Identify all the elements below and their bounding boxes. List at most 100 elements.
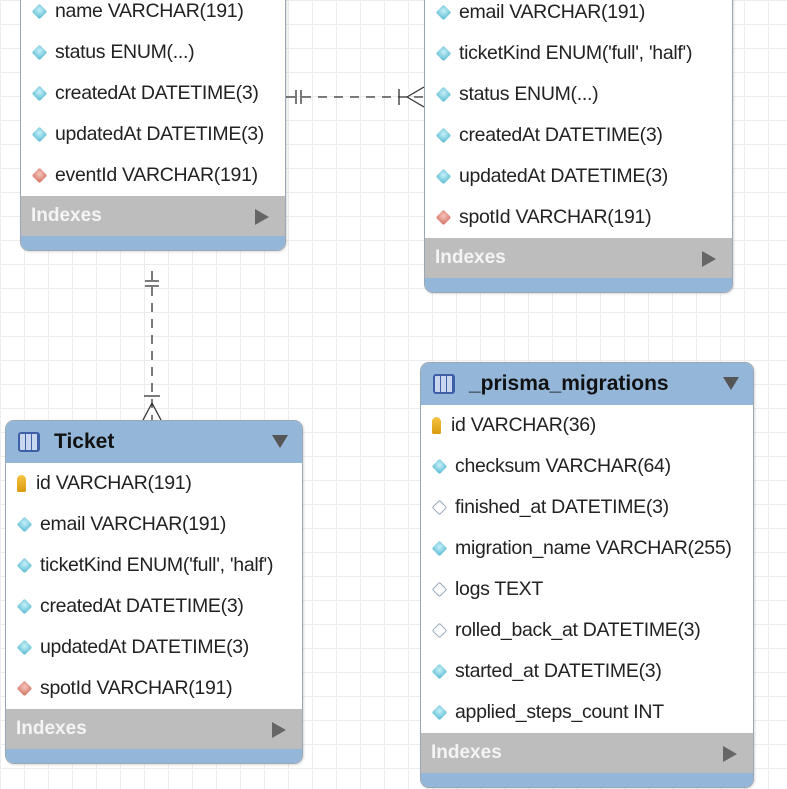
column-row[interactable]: email VARCHAR(191) [6,504,302,545]
column-label: status ENUM(...) [459,83,599,105]
table-icon [18,432,40,452]
column-row[interactable]: updatedAt DATETIME(3) [6,627,302,668]
nullable-column-diamond-icon [431,622,448,639]
indexes-section[interactable]: Indexes [21,196,285,236]
column-row[interactable]: id VARCHAR(36) [421,405,753,446]
column-row[interactable]: name VARCHAR(191) [21,0,285,32]
column-row[interactable]: id VARCHAR(191) [6,463,302,504]
column-row[interactable]: eventId VARCHAR(191) [21,155,285,196]
column-diamond-icon [31,3,48,20]
indexes-label: Indexes [431,742,502,763]
column-label: email VARCHAR(191) [459,1,646,23]
table-ticket[interactable]: Ticket id VARCHAR(191) email VARCHAR(191)… [5,420,303,764]
column-label: rolled_back_at DATETIME(3) [455,619,701,641]
indexes-label: Indexes [16,718,87,739]
column-diamond-icon [435,86,452,103]
table-header[interactable]: _prisma_migrations [421,363,753,405]
column-label: migration_name VARCHAR(255) [455,537,732,559]
column-label: email VARCHAR(191) [40,513,227,535]
foreign-key-diamond-icon [16,680,33,697]
column-diamond-icon [31,85,48,102]
table-footer [6,749,302,763]
column-label: createdAt DATETIME(3) [40,595,244,617]
column-diamond-icon [435,4,452,21]
column-diamond-icon [431,663,448,680]
column-diamond-icon [431,458,448,475]
column-label: eventId VARCHAR(191) [55,164,258,186]
column-diamond-icon [435,168,452,185]
foreign-key-diamond-icon [435,209,452,226]
column-label: spotId VARCHAR(191) [459,206,652,228]
column-row[interactable]: migration_name VARCHAR(255) [421,528,753,569]
indexes-section[interactable]: Indexes [425,238,732,278]
indexes-label: Indexes [435,247,506,268]
column-row[interactable]: spotId VARCHAR(191) [6,668,302,709]
column-row[interactable]: applied_steps_count INT [421,692,753,733]
column-label: name VARCHAR(191) [55,0,244,22]
primary-key-icon [17,475,26,492]
column-diamond-icon [31,126,48,143]
column-row[interactable]: ticketKind ENUM('full', 'half') [6,545,302,586]
column-row[interactable]: updatedAt DATETIME(3) [21,114,285,155]
expand-arrow-icon[interactable] [702,251,716,267]
column-row[interactable]: started_at DATETIME(3) [421,651,753,692]
column-row[interactable]: finished_at DATETIME(3) [421,487,753,528]
column-row[interactable]: status ENUM(...) [21,32,285,73]
expand-arrow-icon[interactable] [723,746,737,762]
column-label: id VARCHAR(36) [451,414,596,436]
column-label: ticketKind ENUM('full', 'half') [459,42,693,64]
indexes-section[interactable]: Indexes [421,733,753,773]
column-row[interactable]: updatedAt DATETIME(3) [425,156,732,197]
foreign-key-diamond-icon [31,167,48,184]
column-row[interactable]: email VARCHAR(191) [425,0,732,33]
table-footer [21,236,285,250]
column-row[interactable]: logs TEXT [421,569,753,610]
column-diamond-icon [435,127,452,144]
column-row[interactable]: createdAt DATETIME(3) [21,73,285,114]
column-label: id VARCHAR(191) [36,472,192,494]
column-row[interactable]: createdAt DATETIME(3) [425,115,732,156]
column-diamond-icon [31,44,48,61]
column-label: updatedAt DATETIME(3) [459,165,669,187]
column-label: updatedAt DATETIME(3) [55,123,265,145]
collapse-arrow-icon[interactable] [723,377,739,390]
indexes-label: Indexes [31,205,102,226]
column-diamond-icon [431,540,448,557]
column-label: started_at DATETIME(3) [455,660,662,682]
table-event-section[interactable]: name VARCHAR(191) status ENUM(...) created… [20,0,286,251]
column-label: createdAt DATETIME(3) [55,82,259,104]
table-spot-ticket[interactable]: email VARCHAR(191) ticketKind ENUM('full'… [424,0,733,293]
column-label: ticketKind ENUM('full', 'half') [40,554,274,576]
column-label: checksum VARCHAR(64) [455,455,671,477]
table-prisma-migrations[interactable]: _prisma_migrations id VARCHAR(36) checksu… [420,362,754,788]
table-title: _prisma_migrations [469,372,669,395]
expand-arrow-icon[interactable] [272,722,286,738]
table-header[interactable]: Ticket [6,421,302,463]
column-row[interactable]: rolled_back_at DATETIME(3) [421,610,753,651]
column-row[interactable]: createdAt DATETIME(3) [6,586,302,627]
table-footer [421,773,753,787]
column-row[interactable]: status ENUM(...) [425,74,732,115]
nullable-column-diamond-icon [431,581,448,598]
table-title: Ticket [54,430,115,453]
column-diamond-icon [16,557,33,574]
table-footer [425,278,732,292]
expand-arrow-icon[interactable] [255,209,269,225]
column-label: finished_at DATETIME(3) [455,496,669,518]
relationship-event-section-ticket [142,271,162,421]
collapse-arrow-icon[interactable] [272,435,288,448]
column-row[interactable]: checksum VARCHAR(64) [421,446,753,487]
column-label: status ENUM(...) [55,41,195,63]
column-label: applied_steps_count INT [455,701,664,723]
column-row[interactable]: spotId VARCHAR(191) [425,197,732,238]
column-diamond-icon [16,639,33,656]
column-diamond-icon [435,45,452,62]
column-diamond-icon [16,516,33,533]
column-label: logs TEXT [455,578,543,600]
primary-key-icon [432,417,441,434]
column-label: createdAt DATETIME(3) [459,124,663,146]
indexes-section[interactable]: Indexes [6,709,302,749]
column-diamond-icon [16,598,33,615]
table-icon [433,374,455,394]
column-row[interactable]: ticketKind ENUM('full', 'half') [425,33,732,74]
